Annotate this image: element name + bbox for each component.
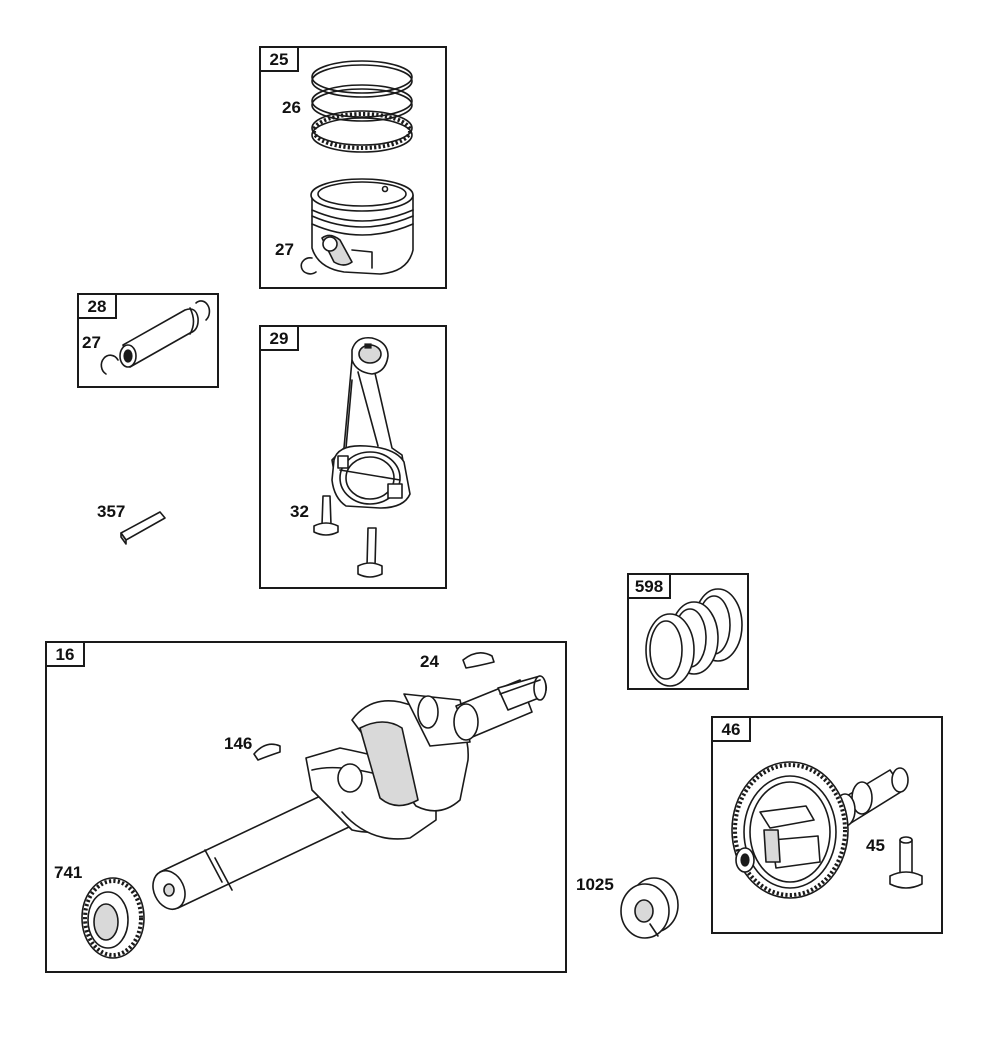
tappet-45 (889, 836, 923, 889)
label-357: 357 (97, 502, 125, 521)
group-598-seals: 598 (627, 573, 749, 690)
group-16-tag: 16 (56, 645, 75, 664)
seal-rings (645, 588, 743, 687)
piston-rings (311, 60, 413, 153)
key-24 (462, 652, 495, 669)
group-46-camshaft: 46 45 (711, 716, 943, 934)
group-28-tag: 28 (88, 297, 107, 316)
group-46-tag: 46 (722, 720, 741, 739)
pin-clip-left (100, 354, 119, 375)
key-146 (253, 743, 281, 761)
label-27-piston: 27 (275, 240, 294, 259)
group-16-crankshaft: 16 24 146 (45, 641, 567, 973)
label-45: 45 (866, 836, 885, 855)
group-29-tag: 29 (270, 329, 289, 348)
rod-bolt-2 (357, 527, 383, 578)
group-25-tag-box (259, 46, 299, 72)
piston-pin (119, 307, 199, 368)
crankshaft (152, 675, 548, 911)
washer-1025 (620, 877, 679, 939)
pin-clip-right (195, 300, 211, 321)
label-741: 741 (54, 863, 82, 882)
key-357 (120, 511, 166, 545)
group-598-tag-box (627, 573, 671, 599)
group-46-frame (711, 716, 943, 934)
label-1025: 1025 (576, 875, 614, 894)
group-16-frame (45, 641, 567, 973)
piston-clip (300, 257, 317, 275)
label-24: 24 (420, 652, 439, 671)
label-146: 146 (224, 734, 252, 753)
piston (310, 178, 414, 275)
label-27-pin: 27 (82, 333, 101, 352)
rod-bolt-1 (313, 495, 339, 536)
crank-gear-741 (81, 877, 145, 959)
group-25-tag: 25 (270, 50, 289, 69)
group-28-frame (77, 293, 219, 388)
group-16-tag-box (45, 641, 85, 667)
camshaft (731, 761, 909, 899)
group-29-rod: 29 32 (259, 325, 447, 589)
group-25-piston: 25 26 27 (259, 46, 447, 289)
label-32: 32 (290, 502, 309, 521)
group-25-frame (259, 46, 447, 289)
connecting-rod (331, 336, 411, 509)
label-26: 26 (282, 98, 301, 117)
group-598-tag: 598 (635, 577, 663, 596)
group-28-tag-box (77, 293, 117, 319)
group-29-frame (259, 325, 447, 589)
group-28-pin: 28 27 (77, 293, 219, 388)
group-46-tag-box (711, 716, 751, 742)
group-29-tag-box (259, 325, 299, 351)
group-598-frame (627, 573, 749, 690)
